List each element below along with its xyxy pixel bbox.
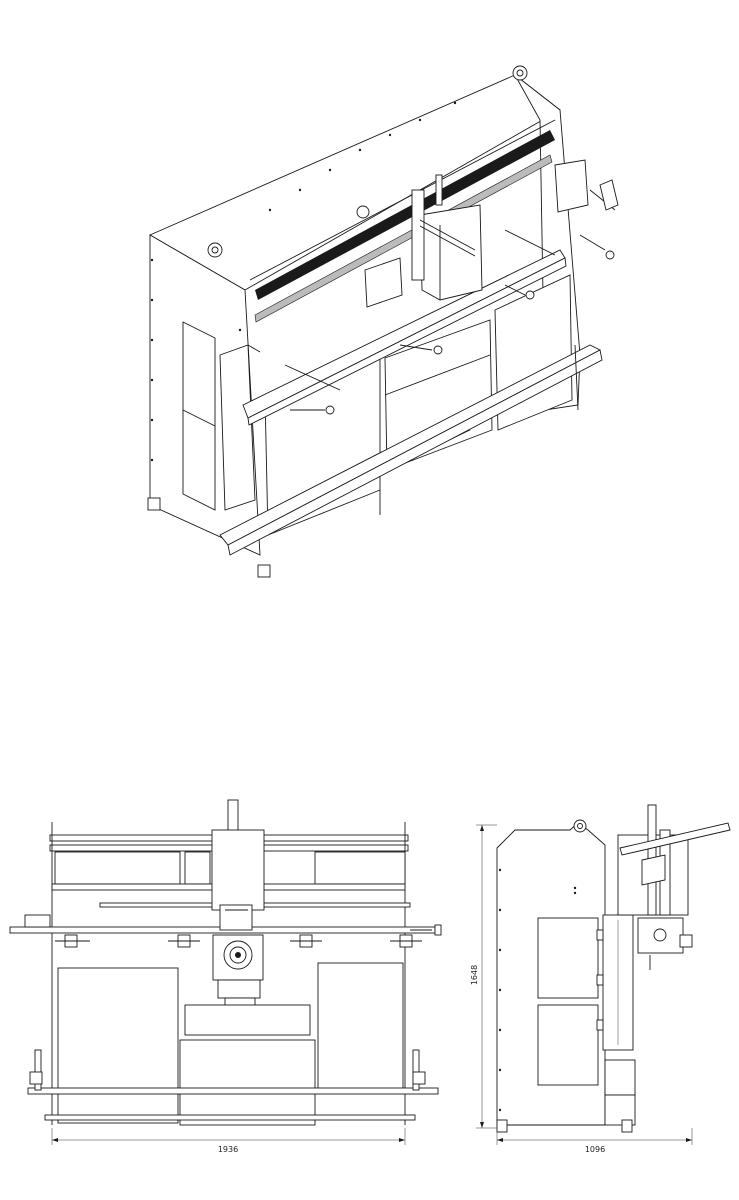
isometric-view [147, 65, 619, 578]
side-holes [498, 868, 577, 1112]
isometric-handles [284, 179, 619, 415]
front-view: 1936 [9, 799, 442, 1154]
side-height-label: 1648 [470, 965, 479, 985]
side-width-label: 1096 [585, 1145, 605, 1154]
front-width-label: 1936 [218, 1145, 238, 1154]
front-clamps [55, 934, 422, 948]
side-view: 1096 1648 [470, 804, 731, 1154]
